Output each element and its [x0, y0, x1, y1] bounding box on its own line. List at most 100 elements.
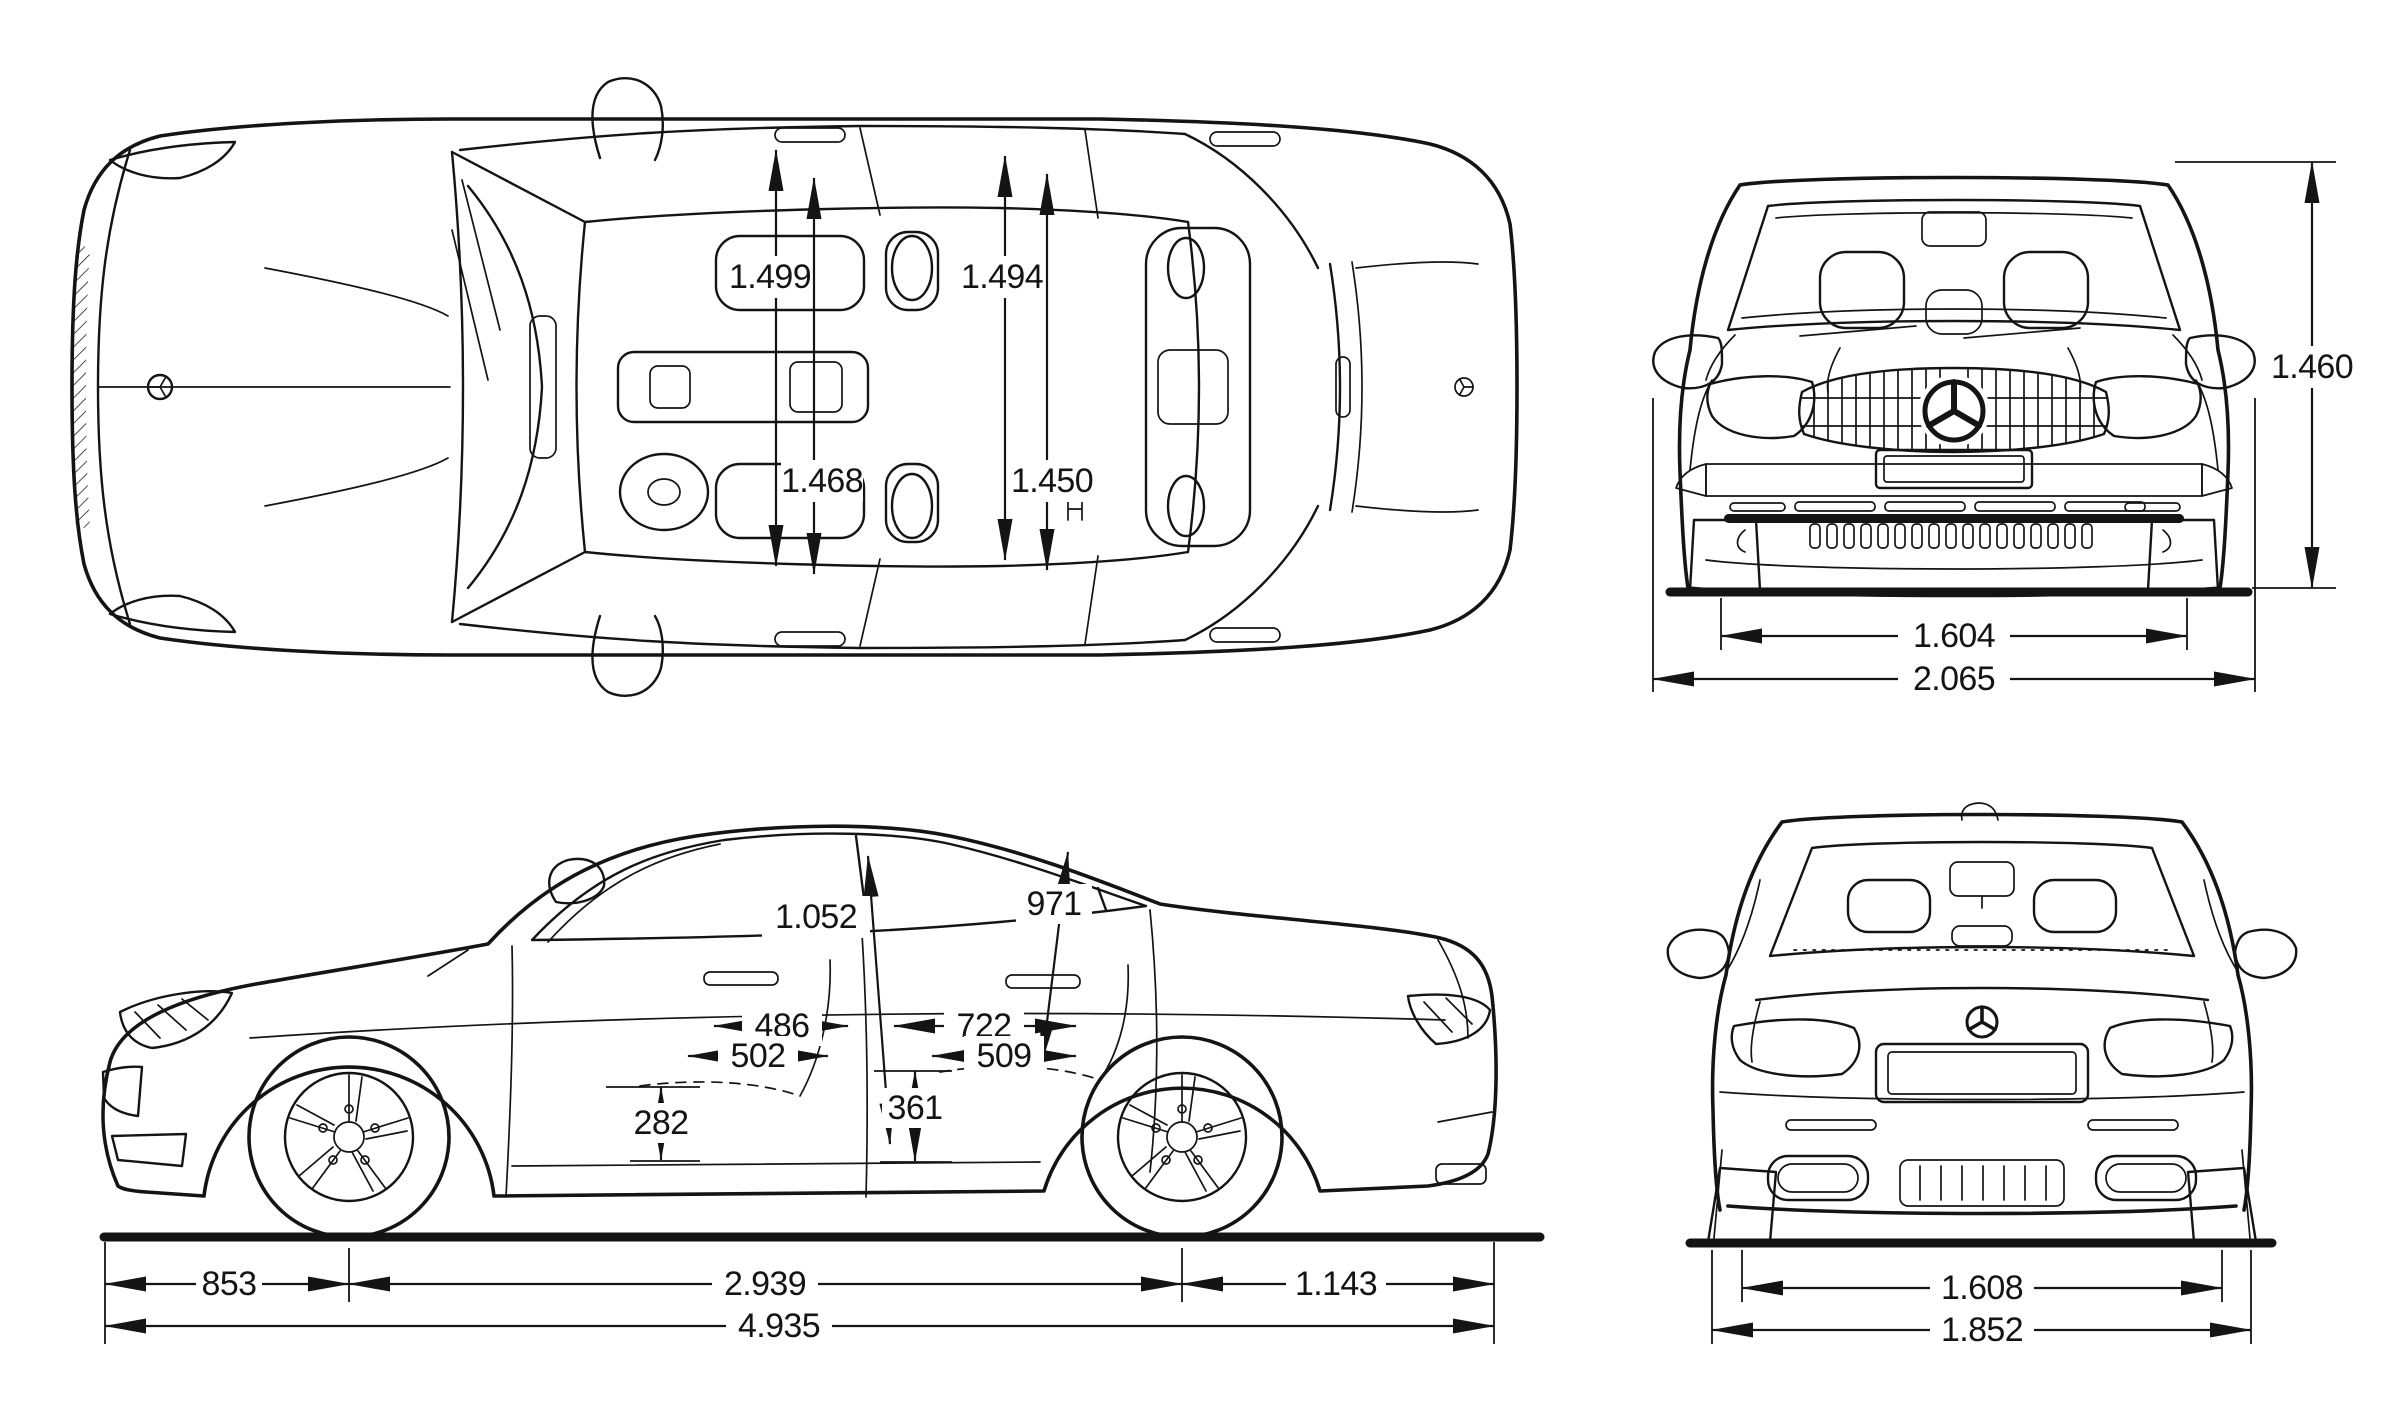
body-outline: [101, 824, 1498, 1198]
reflector: [1785, 1119, 1877, 1131]
dim-label: 2.939: [724, 1265, 806, 1303]
dim-wheelbase: 2.939: [348, 1264, 1183, 1304]
front-end-details: [72, 140, 451, 634]
dim-label: 1.460: [2271, 348, 2353, 386]
dim-label: 1.052: [775, 898, 857, 936]
dim-label: 2.065: [1913, 660, 1995, 698]
antenna-fin: [1960, 802, 1999, 821]
dim-body-width: 1.852: [1711, 1250, 2252, 1350]
dim-rear-shoulder-width: 1.450: [1010, 173, 1094, 571]
interior: [466, 184, 1252, 590]
right-mirror: [2233, 928, 2298, 980]
steering-wheel: [618, 452, 710, 532]
mercedes-star-icon: [1922, 379, 1986, 443]
exhaust-tip: [1435, 1163, 1487, 1185]
front-lip: [1724, 514, 2184, 523]
dim-overall-length: 4.935: [104, 1306, 1495, 1346]
greenhouse-lines: [458, 124, 1281, 650]
dim-rear-elbow-width: 1.494: [960, 155, 1044, 561]
license-plate: [1874, 448, 2034, 490]
rearview-mirror: [1921, 211, 1987, 247]
dim-label: 282: [634, 1104, 689, 1142]
dim-front-elbow-width: 1.499: [728, 149, 812, 567]
rear-window: [1768, 840, 2196, 958]
rear-bench: [1144, 226, 1252, 548]
trunk: [1725, 879, 2239, 1104]
front-intake: [110, 1132, 188, 1168]
dim-seat-height-rear: 361: [874, 1070, 952, 1163]
license-plate: [1887, 1051, 2077, 1095]
dim-label: 4.935: [738, 1307, 820, 1345]
dim-label: 1.468: [781, 462, 863, 500]
dim-label: 1.450: [1011, 462, 1093, 500]
dim-seat-depth-front: 502: [687, 1036, 829, 1076]
mercedes-star-icon: [1454, 377, 1474, 397]
rear-wheel: [1080, 1035, 1284, 1239]
dim-label: 502: [731, 1037, 786, 1075]
windshield: [450, 150, 587, 624]
front-left-tire: [1688, 518, 1762, 592]
dim-front-shoulder-width: 1.468: [781, 177, 864, 575]
reflector: [2087, 1119, 2179, 1131]
bumper-slats: [1729, 501, 2181, 512]
left-mirror: [1666, 928, 1731, 980]
left-mirror: [591, 77, 664, 162]
front-seat-back: [884, 230, 940, 312]
headrest: [1846, 878, 1932, 934]
door-handle: [703, 971, 779, 986]
license-plate-recess: [1874, 1042, 2090, 1104]
diffuser: [1899, 1159, 2065, 1207]
headrest: [1818, 250, 1906, 330]
grille: [1798, 366, 2110, 454]
dim-height: 1.460: [2175, 161, 2368, 589]
right-mirror: [2184, 334, 2256, 390]
windshield: [1726, 198, 2182, 339]
center-console: [616, 350, 870, 424]
rear-end-details: [1183, 132, 1479, 642]
right-taillight: [2103, 1018, 2234, 1078]
dim-overhang-front: 853: [104, 1264, 350, 1304]
dim-label: 971: [1027, 885, 1082, 923]
rearview-mirror: [1949, 861, 2015, 897]
dim-label: 1.494: [961, 258, 1043, 296]
front-bumper: [1675, 448, 2233, 570]
door-handle: [1209, 131, 1281, 147]
headrest: [2032, 878, 2118, 934]
dim-seat-depth-rear: 509: [931, 1036, 1077, 1076]
right-headlight: [2092, 375, 2202, 440]
headrest: [1166, 474, 1206, 538]
top-view: 1.499 1.468 1.494 1.450: [70, 77, 1519, 697]
dim-front-track: 1.604: [1720, 598, 2188, 656]
side-view: 1.052 971 486 722 502 509: [99, 824, 1545, 1346]
headrest: [1166, 236, 1206, 300]
door-handle: [1005, 974, 1081, 989]
dim-label: 853: [202, 1265, 257, 1303]
front-right-tire: [2146, 518, 2220, 592]
taillight: [1406, 993, 1492, 1046]
side-mirror: [548, 857, 606, 905]
front-view: 1.604 2.065 1.460: [1652, 161, 2368, 699]
dim-chain-extensions: [104, 1242, 1495, 1344]
body-outline: [1710, 812, 2254, 1216]
door-handle: [774, 127, 846, 143]
mercedes-star-icon: [1965, 1005, 1999, 1039]
rear-bumper: [1713, 1091, 2251, 1239]
dim-label: 361: [888, 1089, 943, 1127]
dim-label: 1.604: [1913, 617, 1995, 655]
dim-rear-track: 1.608: [1741, 1250, 2223, 1308]
mercedes-star-icon: [146, 373, 174, 401]
headrest: [890, 472, 934, 540]
headlight: [118, 990, 234, 1050]
headrest: [890, 234, 934, 302]
headrest: [2002, 250, 2090, 330]
dim-overhang-rear: 1.143: [1181, 1264, 1495, 1304]
door-handle: [1209, 627, 1281, 643]
left-taillight: [1730, 1018, 1861, 1078]
front-seat-cushion: [714, 234, 866, 312]
dim-label: 509: [977, 1037, 1032, 1075]
dim-label: 1.143: [1295, 1265, 1377, 1303]
lower-grille-slots: [1809, 523, 2093, 549]
exhaust-tip: [1766, 1154, 1870, 1202]
